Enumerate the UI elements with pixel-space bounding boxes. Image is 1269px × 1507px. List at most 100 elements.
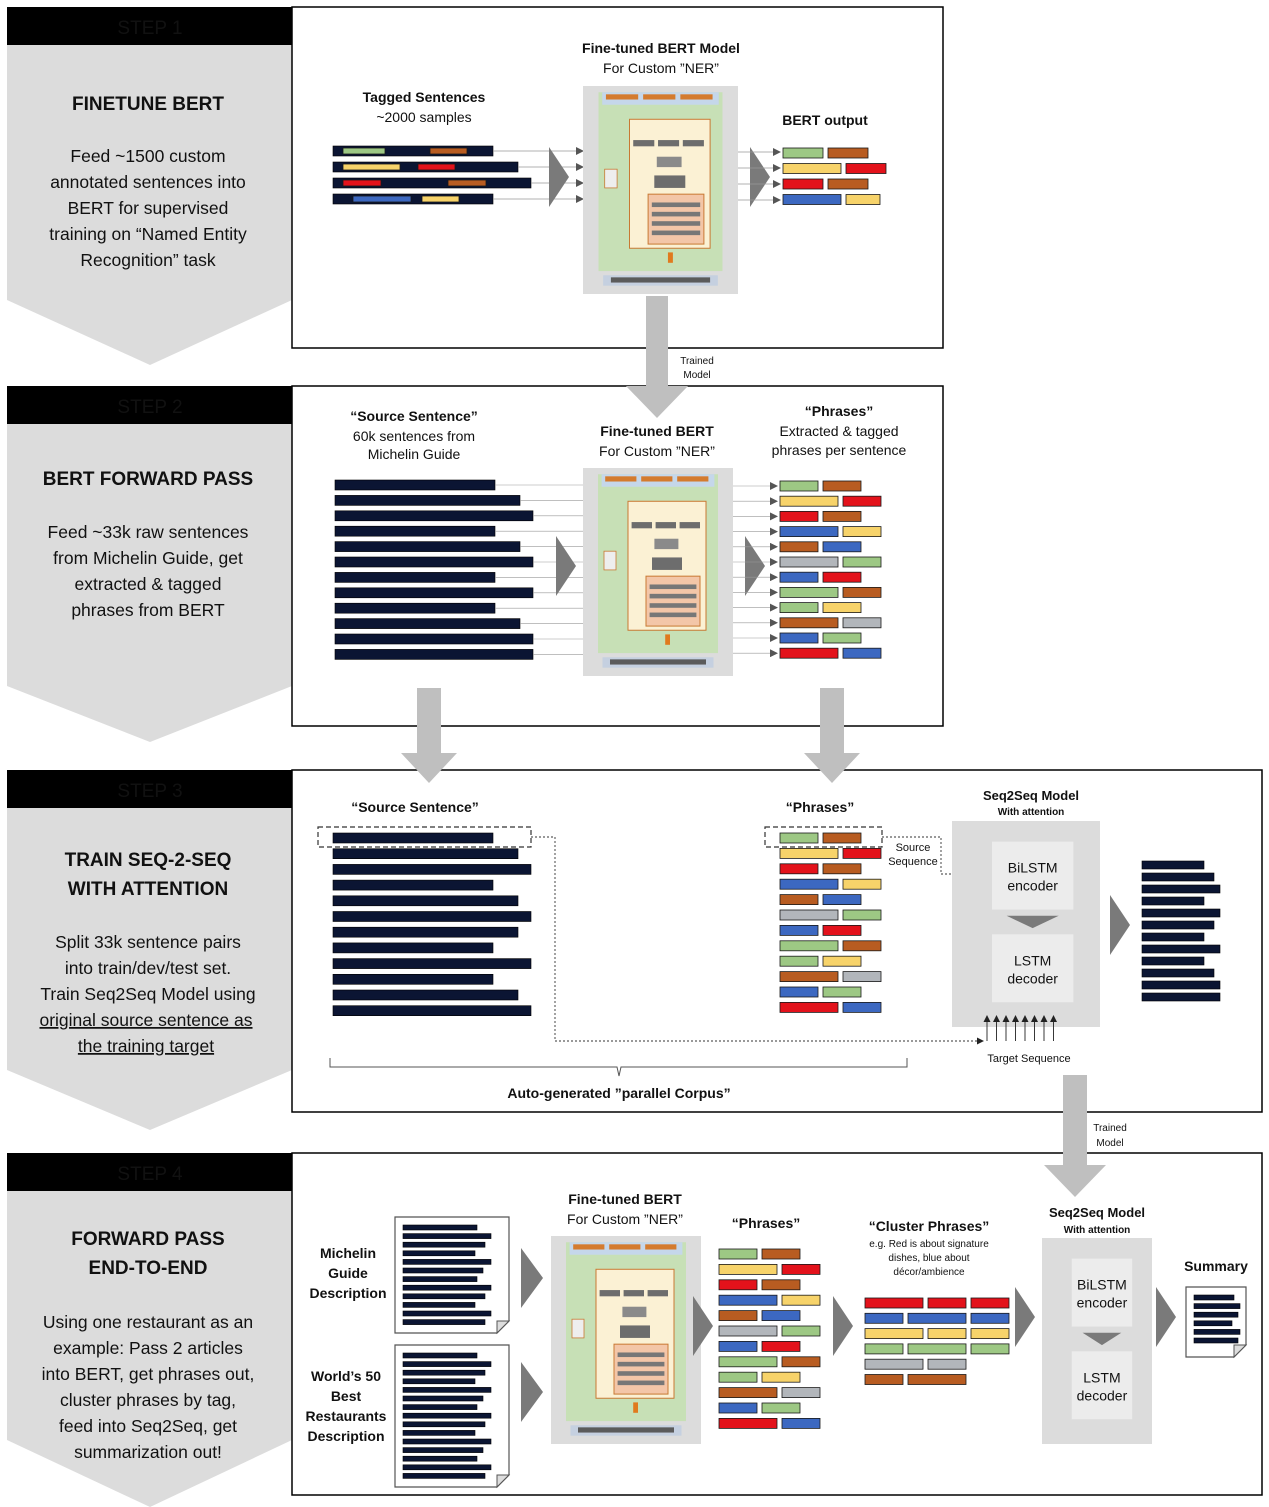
phrase-green (779, 480, 819, 492)
phrase-orange (822, 510, 862, 522)
bert-orange-arrow (633, 1402, 638, 1413)
step-description-line: Using one restaurant as an (43, 1312, 253, 1332)
step-description-line: phrases from BERT (71, 600, 225, 620)
phrase-orange (907, 1374, 967, 1385)
phrase-yellow (779, 495, 839, 507)
step-description-line: from Michelin Guide, get (53, 548, 243, 568)
phrase-yellow (822, 602, 862, 613)
bert-title-step4: Fine-tuned BERT (568, 1191, 682, 1207)
bert-ffn-block (647, 193, 705, 245)
phrase-orange (822, 863, 862, 875)
output-flow-arrow (1110, 895, 1130, 955)
bert-bottom-bar (578, 1427, 674, 1433)
seq2seq-subtitle-step4: With attention (1064, 1225, 1131, 1236)
sentence-bar (1141, 968, 1215, 978)
sentence-bar (402, 1412, 492, 1419)
phrase-red (822, 571, 862, 583)
phrase-green (842, 909, 882, 921)
phrase-green (842, 556, 882, 568)
bert-subtitle-step2: For Custom ”NER” (599, 443, 715, 459)
phrase-blue (842, 647, 882, 659)
phrase-orange (842, 587, 882, 598)
bert-model-subtitle: For Custom ”NER” (603, 60, 719, 76)
sentence-bar (332, 958, 532, 969)
sentence-bar (402, 1293, 486, 1300)
sentence-bar (332, 989, 519, 1001)
doc2-flow-arrow (521, 1362, 543, 1422)
phrase-red (781, 1264, 821, 1275)
bert-small-block (654, 175, 686, 188)
sentence-bar (334, 587, 534, 599)
sentence-bar (1141, 884, 1221, 894)
source-sentence-title-step3: “Source Sentence” (351, 799, 479, 815)
worlds50-description-label: Best (331, 1388, 362, 1404)
step-header (7, 7, 292, 45)
step-chevron (7, 424, 292, 742)
phrase-blue (782, 194, 842, 205)
source-to-step3-arrow (401, 688, 457, 783)
decoder-label-2: decoder (1077, 1387, 1128, 1403)
phrase-yellow (842, 526, 882, 537)
bert-small-block (682, 140, 704, 147)
bert-ffn-line (649, 584, 697, 590)
phrase-gray (842, 971, 882, 982)
phrase-blue (718, 1294, 778, 1306)
step-chevron (7, 45, 292, 365)
decoder-box (991, 934, 1074, 1003)
sentence-bar (332, 879, 494, 891)
phrase-green (779, 940, 839, 952)
tag-blue (352, 195, 412, 203)
phrase-blue (761, 1310, 801, 1321)
step-chevron (7, 1191, 292, 1507)
bert-ffn-line (649, 603, 697, 608)
source-sentence-sub-2: Michelin Guide (368, 446, 461, 462)
bert-orange-arrow (667, 252, 673, 263)
arrow-head (1044, 1165, 1106, 1197)
worlds50-description-label: Restaurants (306, 1408, 387, 1424)
phrase-blue (781, 1418, 821, 1429)
bert-ffn-line (649, 612, 697, 618)
phrase-orange (842, 940, 882, 952)
encoder-label-1: BiLSTM (1077, 1277, 1127, 1293)
phrase-gray (779, 556, 839, 568)
sentence-bar (334, 649, 534, 660)
step-description-line: into train/dev/test set. (65, 958, 231, 978)
sentence-bar (334, 541, 521, 552)
encoder-to-decoder-arrow (1082, 1332, 1122, 1346)
worlds50-description-label: Description (307, 1428, 384, 1444)
bert-head-block (605, 94, 639, 100)
phrase-green (782, 147, 824, 159)
bert-small-block (633, 140, 655, 147)
phrase-blue (907, 1312, 967, 1324)
phrase-yellow (782, 163, 842, 174)
cluster-note-2: dishes, blue about (888, 1253, 969, 1264)
step-title: WITH ATTENTION (68, 879, 228, 900)
phrase-red (842, 848, 882, 859)
step-description-line: BERT for supervised (68, 198, 229, 218)
phrase-gray (864, 1358, 924, 1370)
bert-ffn-line (651, 211, 701, 217)
bert-ffn-line (617, 1380, 665, 1386)
phrase-blue (779, 632, 819, 644)
step-description-line: Feed ~33k raw sentences (48, 522, 249, 542)
phrase-yellow (842, 878, 882, 890)
sentence-bar (402, 1378, 476, 1385)
bert-ffn-line (617, 1361, 665, 1367)
sentence-bar (402, 1404, 478, 1410)
michelin-document-icon (394, 1216, 511, 1335)
phrase-orange (864, 1374, 904, 1385)
phrase-red (761, 1341, 801, 1352)
tag-green (342, 147, 386, 155)
bert-model-thumbnail (583, 86, 738, 294)
sentence-bar (334, 633, 534, 645)
sentence-bar (332, 832, 494, 844)
phrase-orange (761, 1279, 801, 1291)
seq2seq-flow-arrow (1156, 1287, 1176, 1347)
phrase-blue (718, 1402, 758, 1414)
document-fold (496, 1474, 511, 1489)
bert-head-block (609, 1244, 641, 1250)
phrase-blue (779, 571, 819, 583)
cluster-note-3: décor/ambience (893, 1267, 965, 1278)
phrase-blue (779, 878, 839, 890)
